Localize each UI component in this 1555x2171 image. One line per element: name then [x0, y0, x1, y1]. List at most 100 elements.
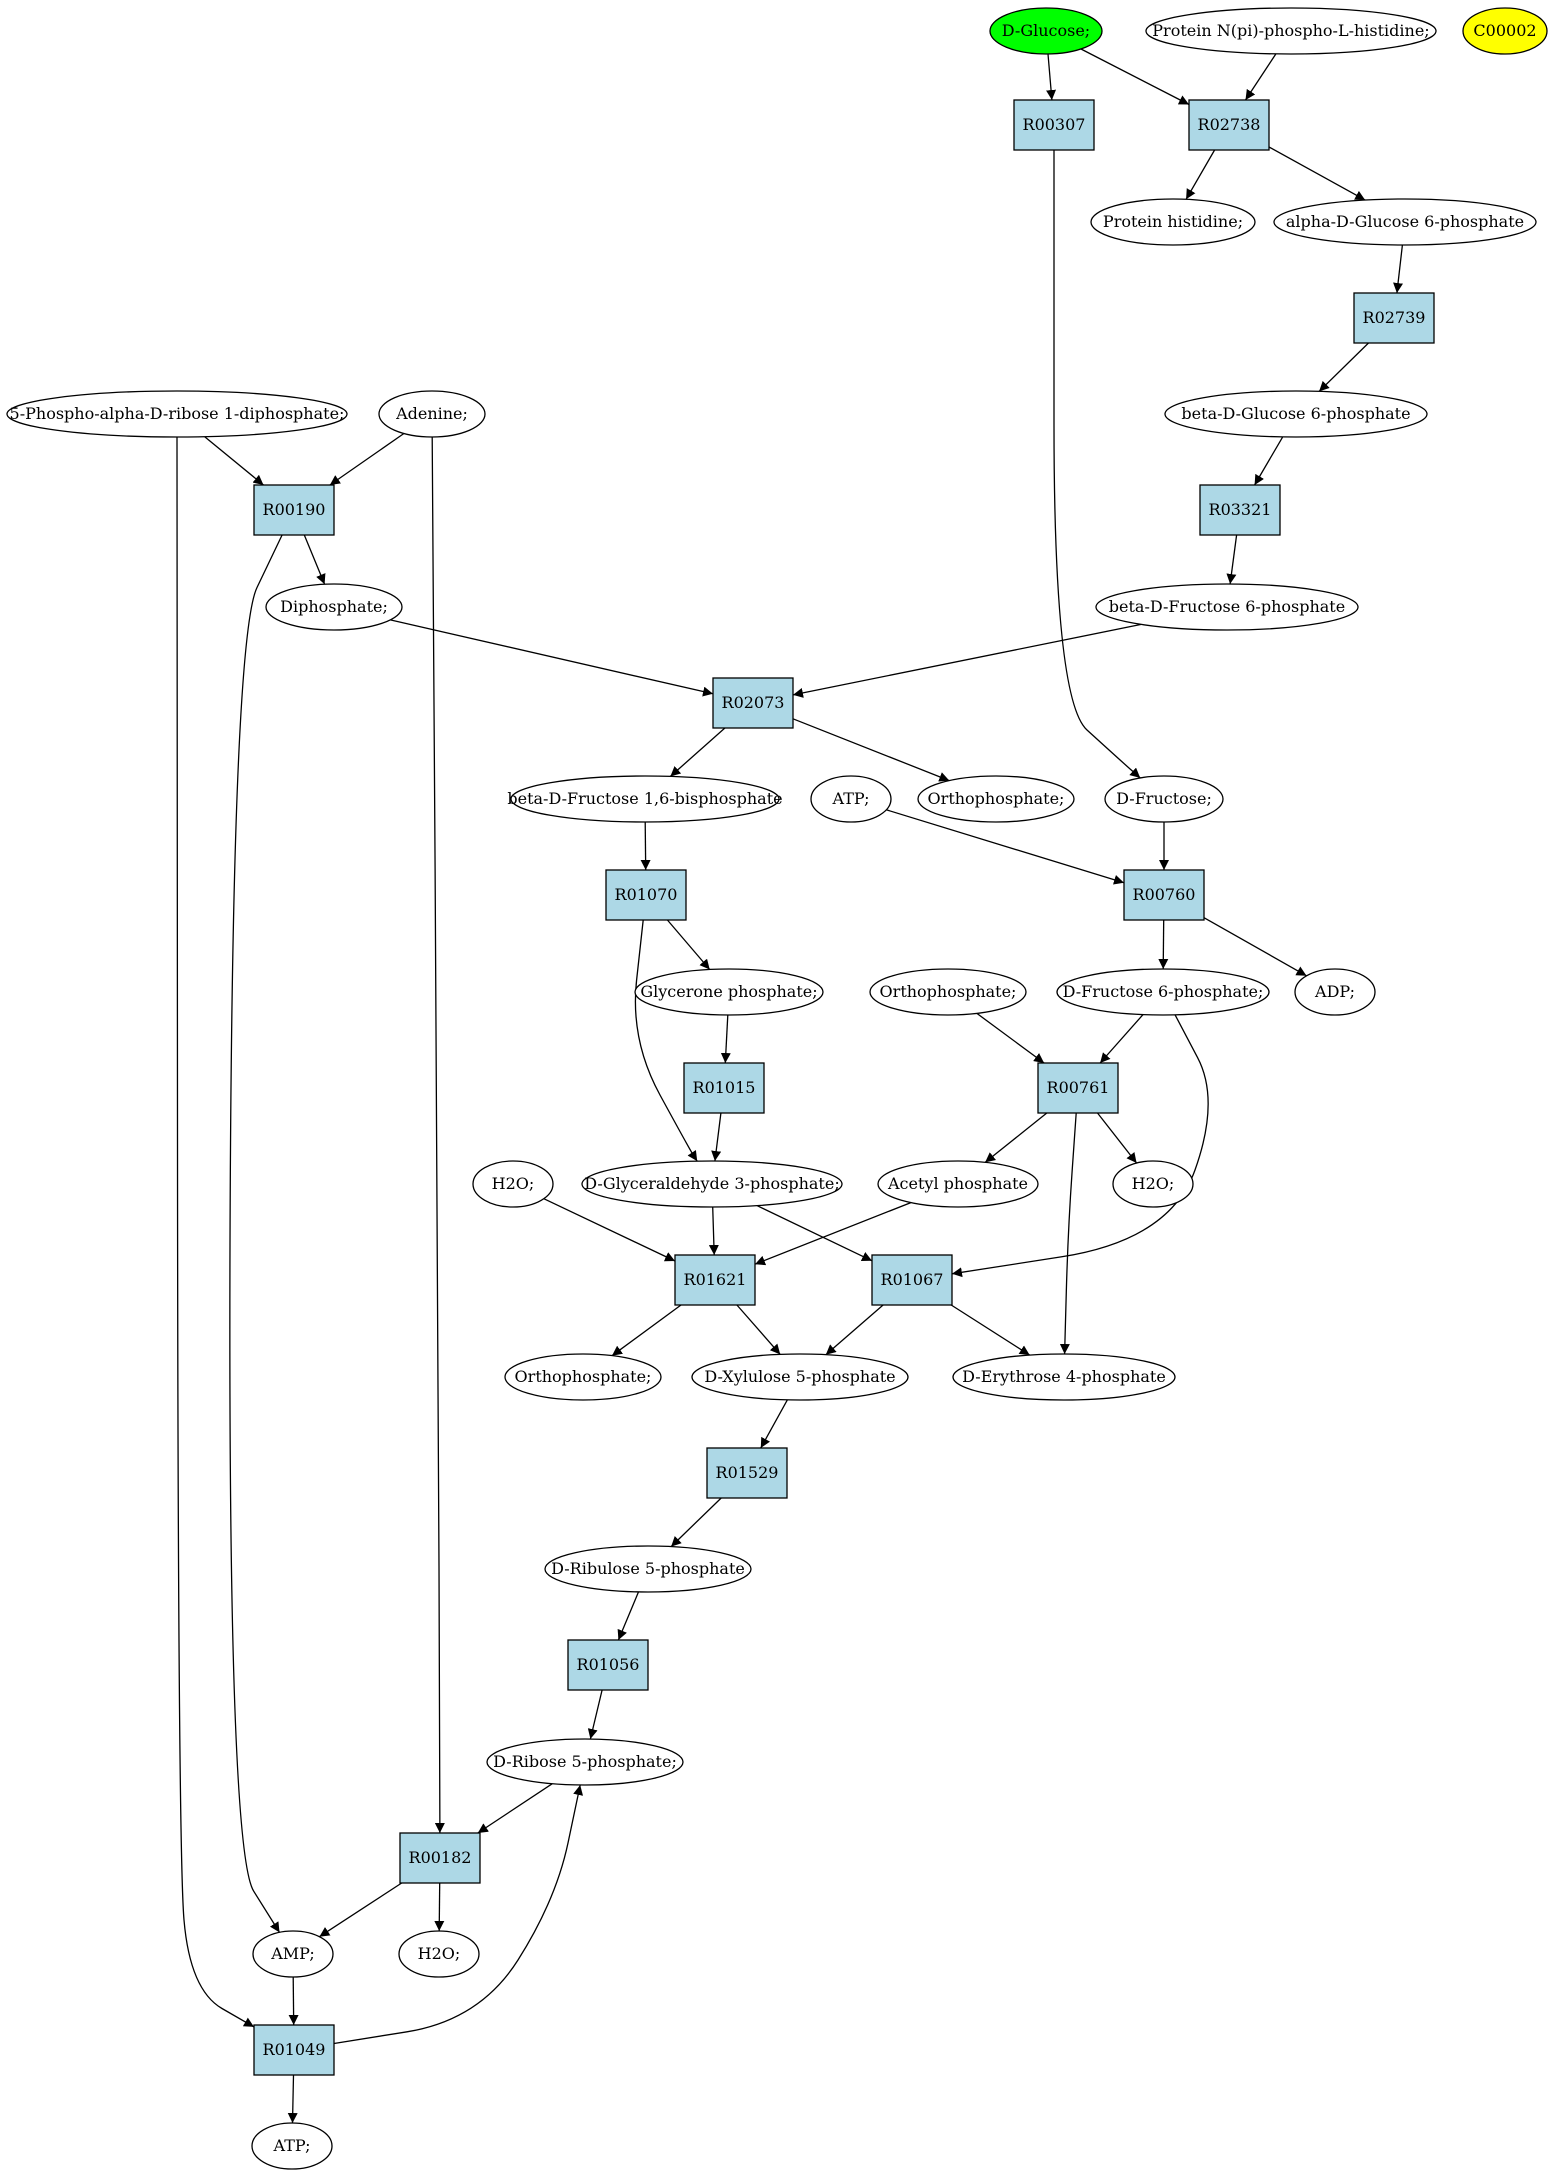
metabolite-node-adp[interactable]: ADP; [1294, 968, 1376, 1016]
edge-acp-to-R01621 [754, 1201, 912, 1266]
edge-R01067-to-e4p [950, 1304, 1031, 1356]
reaction-label: R01529 [716, 1463, 779, 1482]
metabolite-node-h2o3[interactable]: H2O; [398, 1930, 480, 1978]
reaction-shape [253, 484, 335, 536]
metabolite-node-ade[interactable]: Adenine; [378, 390, 486, 438]
metabolite-node-atp2[interactable]: ATP; [251, 2122, 333, 2170]
edge-R02738-to-ag6p [1268, 146, 1366, 201]
metabolite-node-phis[interactable]: Protein histidine; [1090, 198, 1256, 246]
metabolite-shape [1090, 198, 1256, 246]
reaction-label: R00190 [263, 500, 326, 519]
metabolite-node-bf6p[interactable]: beta-D-Fructose 6-phosphate [1095, 583, 1359, 631]
metabolite-shape [634, 968, 824, 1016]
metabolite-label: Acetyl phosphate [887, 1174, 1028, 1193]
metabolite-node-atp1[interactable]: ATP; [810, 775, 892, 823]
reaction-label: R01067 [881, 1270, 944, 1289]
edge-x5p-to-R01529 [760, 1399, 788, 1449]
reaction-node-R03321[interactable]: R03321 [1199, 484, 1281, 536]
metabolite-label: D-Ribulose 5-phosphate [551, 1559, 745, 1578]
metabolite-node-ru5p[interactable]: D-Ribulose 5-phosphate [544, 1545, 752, 1593]
edge-R01621-to-x5p [736, 1304, 781, 1355]
reaction-shape [1353, 292, 1435, 344]
reaction-node-R01067[interactable]: R01067 [871, 1254, 953, 1306]
edge-bf6p-to-R02073 [792, 623, 1142, 698]
metabolite-node-c00002[interactable]: C00002 [1462, 7, 1548, 55]
edge-layer [176, 48, 1404, 2124]
metabolite-shape [6, 390, 348, 438]
reaction-node-R01529[interactable]: R01529 [706, 1447, 788, 1499]
edge-g3p-to-R01621 [708, 1206, 719, 1256]
metabolite-node-fbp[interactable]: beta-D-Fructose 1,6-bisphosphate [507, 775, 783, 823]
edge-prpp-to-R01049 [176, 436, 255, 2028]
reaction-node-R01056[interactable]: R01056 [567, 1639, 649, 1691]
metabolite-node-acp[interactable]: Acetyl phosphate [877, 1160, 1039, 1208]
metabolite-node-r5p[interactable]: D-Ribose 5-phosphate; [486, 1738, 684, 1786]
metabolite-node-f6p[interactable]: D-Fructose 6-phosphate; [1056, 968, 1270, 1016]
reaction-label: R01070 [615, 885, 678, 904]
metabolite-node-pi2[interactable]: Orthophosphate; [869, 968, 1027, 1016]
metabolite-node-pi1[interactable]: Orthophosphate; [917, 775, 1075, 823]
metabolite-node-dhap[interactable]: Glycerone phosphate; [634, 968, 824, 1016]
reaction-node-R00760[interactable]: R00760 [1123, 869, 1205, 921]
edge-R00182-to-h2o3 [434, 1882, 445, 1932]
reaction-label: R00307 [1023, 115, 1086, 134]
reaction-shape [712, 677, 794, 729]
metabolite-label: beta-D-Fructose 6-phosphate [1109, 597, 1345, 616]
metabolite-label: ATP; [832, 789, 870, 808]
reaction-node-R01070[interactable]: R01070 [605, 869, 687, 921]
edge-R00760-to-f6p [1158, 919, 1169, 970]
metabolite-label: ADP; [1314, 982, 1355, 1001]
metabolite-node-h2o1[interactable]: H2O; [472, 1160, 554, 1208]
metabolite-shape [544, 1545, 752, 1593]
metabolite-node-h2o2[interactable]: H2O; [1112, 1160, 1194, 1208]
reaction-node-R02073[interactable]: R02073 [712, 677, 794, 729]
metabolite-label: Orthophosphate; [880, 982, 1017, 1001]
reaction-shape [1199, 484, 1281, 536]
edge-atp1-to-R00760 [886, 809, 1125, 885]
metabolite-label: Diphosphate; [280, 597, 388, 616]
reaction-node-R00761[interactable]: R00761 [1037, 1062, 1119, 1114]
edge-glc-to-R02738 [1080, 48, 1190, 106]
metabolite-label: alpha-D-Glucose 6-phosphate [1286, 212, 1524, 231]
metabolite-shape [398, 1930, 480, 1978]
reaction-node-R00307[interactable]: R00307 [1013, 99, 1095, 151]
reaction-shape [674, 1254, 756, 1306]
metabolite-node-prpp[interactable]: 5-Phospho-alpha-D-ribose 1-diphosphate; [6, 390, 348, 438]
node-layer: D-Glucose; Protein N(pi)-phospho-L-histid… [6, 7, 1548, 2170]
edge-R03321-to-bf6p [1226, 534, 1238, 585]
metabolite-node-pi3[interactable]: Orthophosphate; [504, 1353, 662, 1401]
reaction-node-R01049[interactable]: R01049 [253, 2024, 335, 2076]
reaction-label: R02738 [1198, 115, 1261, 134]
metabolite-node-g3p[interactable]: D-Glyceraldehyde 3-phosphate; [581, 1160, 843, 1208]
metabolite-label: D-Glucose; [1002, 21, 1090, 40]
reaction-node-R02739[interactable]: R02739 [1353, 292, 1435, 344]
metabolite-shape [1145, 7, 1437, 55]
metabolite-node-fru[interactable]: D-Fructose; [1104, 775, 1224, 823]
edge-R01070-to-dhap [666, 919, 711, 970]
metabolite-node-bg6p[interactable]: beta-D-Glucose 6-phosphate [1164, 390, 1428, 438]
edge-dhap-to-R01015 [720, 1014, 731, 1064]
edge-f6p-to-R01067 [951, 1014, 1209, 1278]
reaction-node-R01621[interactable]: R01621 [674, 1254, 756, 1306]
metabolite-shape [1462, 7, 1548, 55]
metabolite-node-ag6p[interactable]: alpha-D-Glucose 6-phosphate [1273, 198, 1537, 246]
edge-R00761-to-acp [984, 1112, 1048, 1163]
metabolite-node-amp[interactable]: AMP; [252, 1930, 334, 1978]
metabolite-label: Protein histidine; [1103, 212, 1243, 231]
reaction-node-R01015[interactable]: R01015 [683, 1062, 765, 1114]
reaction-label: R00761 [1047, 1078, 1110, 1097]
metabolite-node-pnph[interactable]: Protein N(pi)-phospho-L-histidine; [1145, 7, 1437, 55]
edge-pi2-to-R00761 [976, 1012, 1045, 1064]
metabolite-node-x5p[interactable]: D-Xylulose 5-phosphate [691, 1353, 909, 1401]
reaction-shape [1037, 1062, 1119, 1114]
metabolite-shape [1294, 968, 1376, 1016]
metabolite-node-dip[interactable]: Diphosphate; [265, 583, 403, 631]
reaction-node-R02738[interactable]: R02738 [1188, 99, 1270, 151]
edge-fbp-to-R01070 [640, 821, 651, 871]
metabolite-node-glc[interactable]: D-Glucose; [989, 7, 1103, 55]
metabolite-label: beta-D-Glucose 6-phosphate [1181, 404, 1410, 423]
reaction-node-R00190[interactable]: R00190 [253, 484, 335, 536]
metabolite-node-e4p[interactable]: D-Erythrose 4-phosphate [952, 1353, 1176, 1401]
metabolite-label: C00002 [1473, 21, 1536, 40]
reaction-node-R00182[interactable]: R00182 [399, 1832, 481, 1884]
